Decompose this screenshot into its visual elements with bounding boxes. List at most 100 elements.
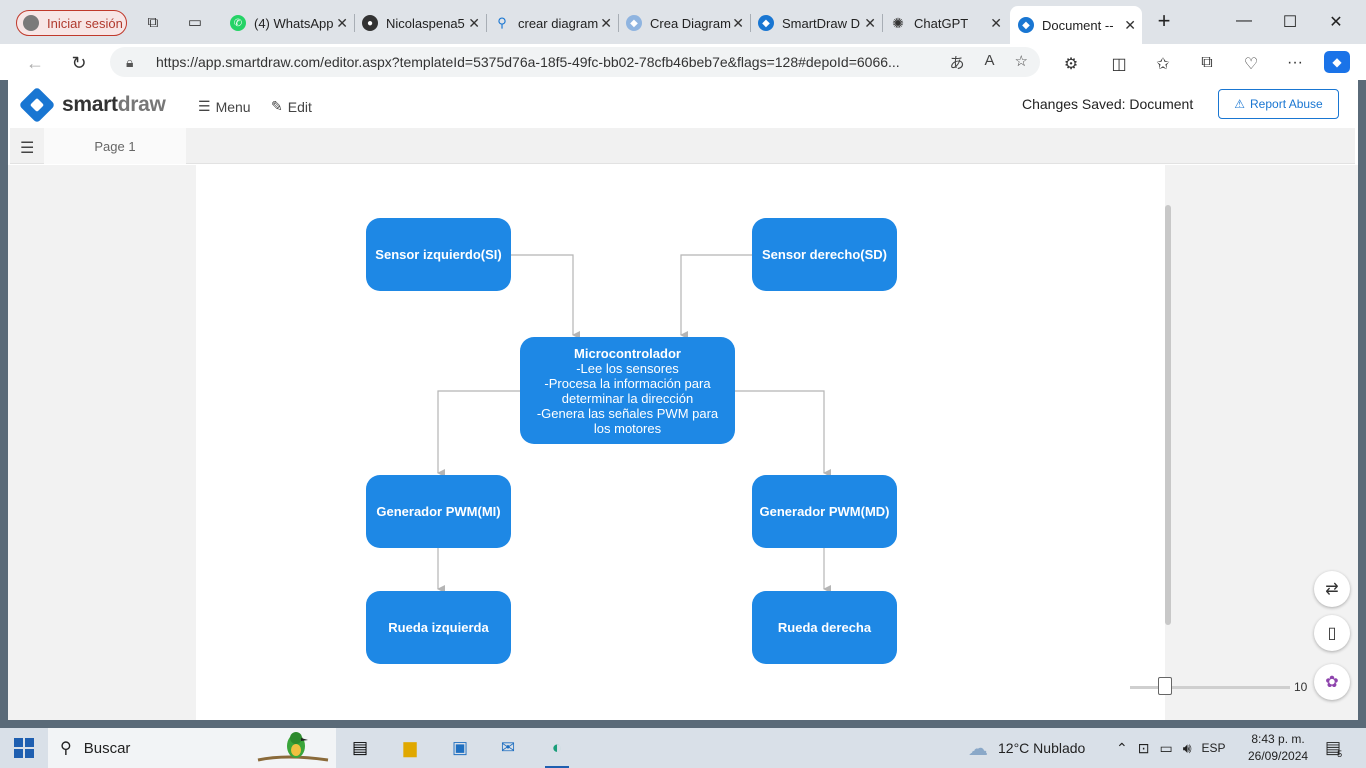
clock-time: 8:43 p. m.: [1251, 732, 1305, 746]
tab-search[interactable]: ⚲ crear diagram ✕: [486, 8, 618, 38]
profile-button[interactable]: Iniciar sesión: [16, 10, 127, 36]
tab-crea-diagram[interactable]: ◆ Crea Diagram ✕: [618, 8, 750, 38]
menu-button[interactable]: ☰ Menu: [198, 98, 251, 115]
extensions-icon[interactable]: ⚙: [1063, 56, 1079, 73]
clock[interactable]: 8:43 p. m. 26/09/2024: [1248, 731, 1308, 765]
tab-whatsapp[interactable]: ✆ (4) WhatsApp ✕: [222, 8, 354, 38]
zoom-slider-handle[interactable]: [1158, 677, 1172, 695]
task-view-icon[interactable]: ▤: [351, 738, 369, 757]
connector-micro-pwm-right: [734, 390, 831, 477]
micro-line: los motores: [593, 420, 662, 436]
refresh-button[interactable]: ↻: [71, 52, 87, 73]
page-list-icon[interactable]: ☰: [20, 140, 35, 157]
micro-title: Microcontrolador: [574, 345, 681, 361]
favorites-icon[interactable]: ✩: [1156, 56, 1170, 73]
edit-icon: ✎: [271, 98, 283, 114]
edit-button[interactable]: ✎ Edit: [271, 98, 312, 115]
smartdraw-app: smartdraw ☰ Menu ✎ Edit Changes Saved: D…: [8, 80, 1358, 720]
close-icon[interactable]: ✕: [864, 14, 876, 31]
node-wheel-right[interactable]: Rueda derecha: [752, 591, 897, 664]
workspaces-icon[interactable]: ⧉: [147, 13, 159, 31]
connector-micro-pwm-left: [437, 390, 520, 477]
micro-line: determinar la dirección: [561, 390, 694, 406]
connector-sd-micro: [680, 254, 752, 339]
network-icon[interactable]: ⊡: [1137, 739, 1150, 756]
canvas-area[interactable]: Sensor izquierdo(SI) Sensor derecho(SD) …: [8, 165, 1358, 720]
volume-icon[interactable]: 🔊︎: [1182, 739, 1192, 756]
weather-widget[interactable]: ☁ 12°C Nublado: [968, 737, 1086, 760]
language-indicator[interactable]: ESP: [1201, 741, 1226, 755]
tab-document[interactable]: ◆ Document -- ✕: [1010, 6, 1142, 44]
connector-si-micro: [510, 254, 580, 339]
lock-icon: 🔒︎: [126, 53, 134, 70]
taskbar: ⚲ Buscar ▤ ▆ ▣ ✉ ◐ ☁ 12°C Nublado ⌃ ⊡ ▭ …: [0, 728, 1366, 768]
more-icon[interactable]: ···: [1287, 54, 1303, 71]
smartdraw-logo-icon: [18, 86, 56, 124]
system-tray: ⌃ ⊡ ▭ 🔊︎ ESP: [1116, 728, 1226, 768]
connectors: [437, 254, 831, 593]
copilot-side-icon[interactable]: ✿: [1314, 664, 1350, 700]
node-sensor-left[interactable]: Sensor izquierdo(SI): [366, 218, 511, 291]
search-highlight-bird-icon: [257, 732, 329, 762]
translate-icon[interactable]: あ: [949, 54, 965, 72]
address-bar-row: ← ↻ 🔒︎ https://app.smartdraw.com/editor.…: [0, 44, 1366, 80]
taskbar-search[interactable]: ⚲ Buscar: [48, 728, 336, 768]
minimize-button[interactable]: —: [1236, 12, 1252, 29]
node-pwm-right[interactable]: Generador PWM(MD): [752, 475, 897, 548]
smartdraw-logo[interactable]: smartdraw: [18, 86, 166, 124]
micro-line: -Lee los sensores: [576, 360, 679, 376]
close-icon[interactable]: ✕: [732, 14, 744, 31]
smartdraw-icon: ◆: [758, 15, 774, 31]
chevron-up-icon[interactable]: ⌃: [1116, 739, 1128, 756]
browser-essentials-icon[interactable]: ♡: [1243, 56, 1259, 73]
app-header: smartdraw ☰ Menu ✎ Edit Changes Saved: D…: [8, 80, 1358, 128]
tab-smartdraw[interactable]: ◆ SmartDraw D ✕: [750, 8, 882, 38]
close-icon[interactable]: ✕: [468, 14, 480, 31]
windows-start-icon[interactable]: [14, 738, 34, 758]
read-aloud-icon[interactable]: A: [984, 51, 995, 69]
page-bar: ☰ Page 1: [10, 128, 1355, 164]
tab-chatgpt[interactable]: ✺ ChatGPT ✕: [882, 8, 1008, 38]
maximize-button[interactable]: ☐: [1282, 14, 1298, 31]
tab-github[interactable]: ● Nicolaspena5 ✕: [354, 8, 486, 38]
close-icon[interactable]: ✕: [1124, 16, 1136, 33]
zoom-value: 10: [1294, 680, 1308, 694]
back-button[interactable]: ←: [26, 52, 44, 73]
copilot-icon[interactable]: ◆: [1324, 51, 1350, 73]
tab-page-1[interactable]: Page 1: [44, 128, 186, 164]
hamburger-icon: ☰: [198, 98, 211, 114]
clock-date: 26/09/2024: [1248, 749, 1309, 763]
file-explorer-icon[interactable]: ▆: [403, 738, 417, 757]
zoom-slider-track[interactable]: [1130, 686, 1290, 689]
split-screen-icon[interactable]: ◫: [1111, 56, 1127, 73]
close-window-button[interactable]: ✕: [1329, 14, 1343, 31]
close-icon[interactable]: ✕: [336, 14, 348, 31]
translate-side-icon[interactable]: ⇄: [1314, 571, 1350, 607]
cloud-icon: ☁: [968, 737, 988, 760]
mail-icon[interactable]: ✉: [500, 738, 516, 757]
microsoft-store-icon[interactable]: ▣: [451, 738, 469, 757]
new-tab-button[interactable]: +: [1157, 8, 1171, 33]
smartdraw-icon: ◆: [1018, 17, 1034, 33]
collections-icon[interactable]: ⧉: [1201, 54, 1213, 71]
node-sensor-right[interactable]: Sensor derecho(SD): [752, 218, 897, 291]
node-wheel-left[interactable]: Rueda izquierda: [366, 591, 511, 664]
battery-icon[interactable]: ▭: [1159, 739, 1173, 756]
star-icon[interactable]: ☆: [1014, 52, 1028, 70]
notification-count: 5: [1337, 749, 1343, 759]
close-icon[interactable]: ✕: [990, 14, 1002, 31]
profile-label: Iniciar sesión: [47, 15, 123, 31]
node-microcontroller[interactable]: Microcontrolador -Lee los sensores -Proc…: [520, 337, 735, 444]
smartdraw-icon: ◆: [626, 15, 642, 31]
document-page[interactable]: Sensor izquierdo(SI) Sensor derecho(SD) …: [196, 165, 1165, 720]
node-pwm-left[interactable]: Generador PWM(MI): [366, 475, 511, 548]
tab-actions-icon[interactable]: ▭: [187, 14, 203, 31]
vertical-scrollbar[interactable]: [1165, 205, 1171, 625]
report-abuse-button[interactable]: ⚠ Report Abuse: [1218, 89, 1339, 119]
notifications-button[interactable]: ▤ 5: [1325, 728, 1342, 768]
whatsapp-icon: ✆: [230, 15, 246, 31]
close-icon[interactable]: ✕: [600, 14, 612, 31]
edge-icon[interactable]: ◐: [543, 734, 571, 768]
url-field[interactable]: 🔒︎ https://app.smartdraw.com/editor.aspx…: [110, 47, 1040, 77]
reader-side-icon[interactable]: ▯: [1314, 615, 1350, 651]
